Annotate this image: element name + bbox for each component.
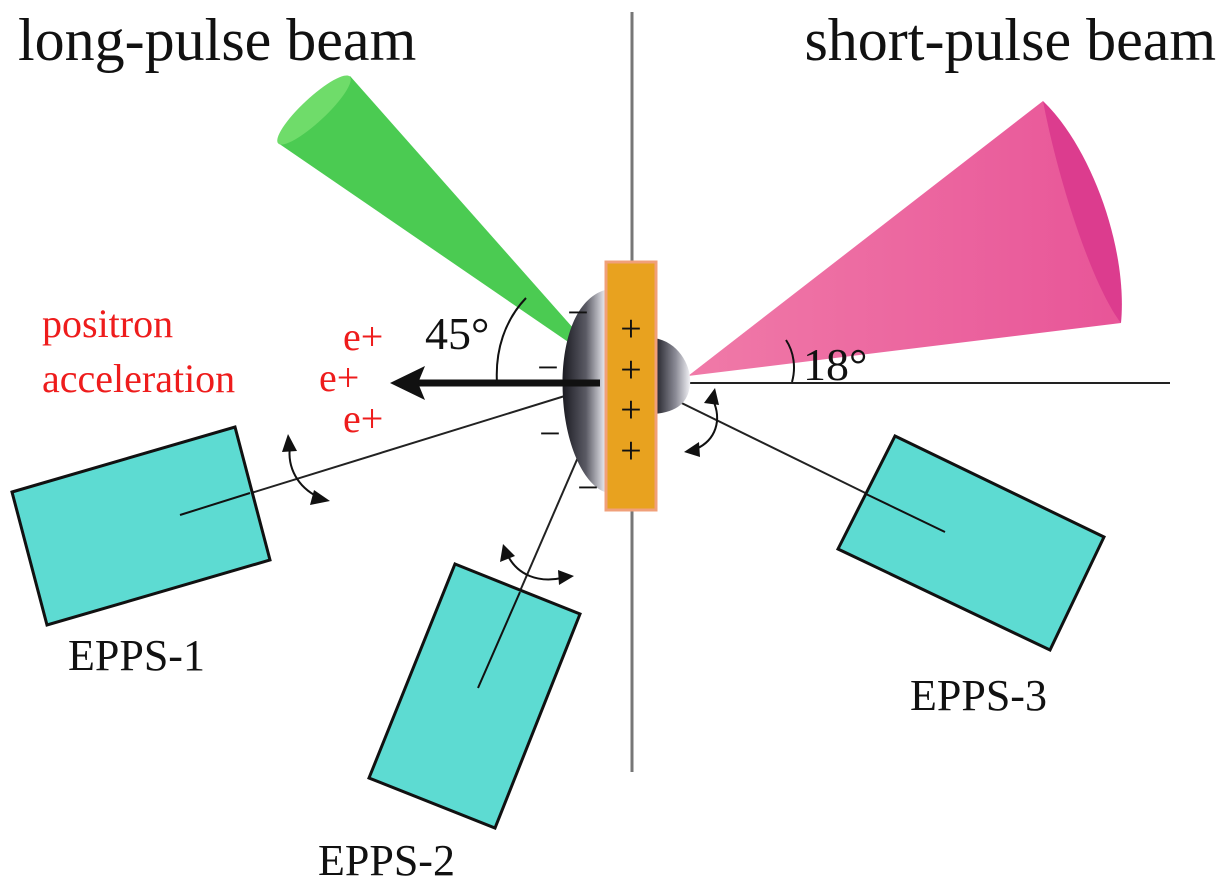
plus-sign: +	[620, 430, 641, 472]
rotation-arrowhead-icon	[500, 544, 515, 562]
short-pulse-title: short-pulse beam	[804, 7, 1216, 73]
minus-sign: −	[539, 413, 560, 455]
positron-symbol: e+	[343, 396, 383, 441]
angle-arc-18	[785, 339, 795, 383]
epps1-detector	[10, 425, 272, 627]
minus-sign: −	[537, 347, 558, 389]
acceleration-label: acceleration	[42, 356, 235, 401]
electron-cloud-right	[654, 338, 691, 414]
minus-sign: −	[577, 467, 598, 509]
rotation-arrow-icon	[695, 399, 719, 450]
rotation-arrowhead-icon	[684, 442, 700, 457]
rotation-arrowhead-icon	[282, 434, 297, 452]
epps3-detector	[835, 434, 1106, 652]
positron-symbol: e+	[319, 355, 359, 400]
short-pulse-beam	[688, 101, 1122, 376]
rotation-arrowhead-icon	[558, 570, 574, 585]
plus-sign: +	[620, 349, 641, 391]
target-foil	[604, 260, 658, 512]
epps1-label: EPPS-1	[68, 631, 205, 680]
electron-cloud-left	[562, 290, 605, 492]
minus-sign: −	[567, 292, 588, 334]
rotation-arrow-icon	[507, 555, 563, 581]
long-pulse-title: long-pulse beam	[18, 7, 416, 73]
rotation-arrowhead-icon	[704, 388, 719, 405]
positron-label: positron	[42, 301, 173, 346]
rotation-arrow-icon	[288, 445, 319, 498]
positron-symbol: e+	[343, 314, 383, 359]
plus-sign: +	[620, 308, 641, 350]
epps2-label: EPPS-2	[318, 836, 455, 885]
epps3-label: EPPS-3	[910, 671, 1047, 720]
long-pulse-beam	[277, 75, 612, 372]
rotation-arrowhead-icon	[310, 490, 330, 505]
plus-sign: +	[620, 389, 641, 431]
positron-acceleration-arrow	[390, 366, 600, 400]
epps2-detector	[367, 562, 582, 830]
angle-label-45: 45°	[425, 308, 489, 359]
angle-label-18: 18°	[803, 339, 867, 390]
angle-arc-45	[495, 297, 527, 384]
